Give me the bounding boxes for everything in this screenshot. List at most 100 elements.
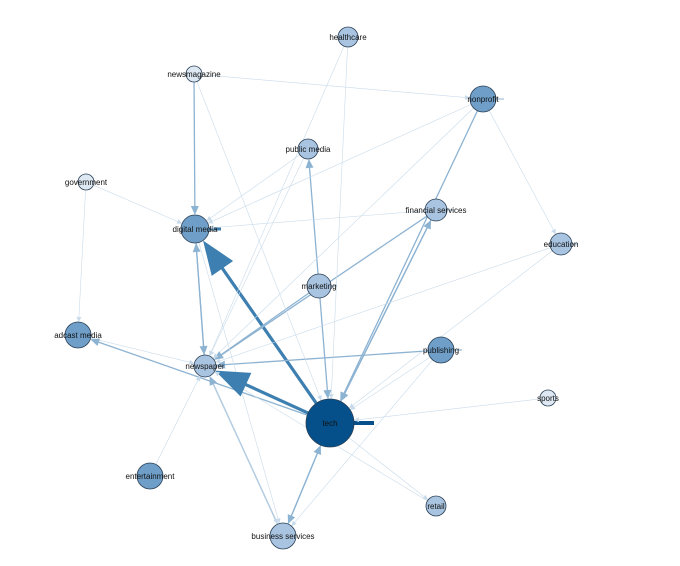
edge-sports-to-tech <box>358 398 541 420</box>
node-newsmagazine[interactable]: newsmagazine <box>167 65 221 83</box>
node-circle-digital-media[interactable] <box>180 214 210 244</box>
edge-newspaper-to-business-services <box>209 375 276 520</box>
node-circle-tech[interactable] <box>305 398 355 448</box>
node-education[interactable]: education <box>544 232 579 256</box>
node-circle-government[interactable] <box>77 173 95 191</box>
edge-tech-to-newspaper <box>244 383 310 415</box>
edge-business-services-to-tech <box>287 452 318 525</box>
arrowhead-government-to-broadcast-media <box>76 316 82 323</box>
node-circle-retail[interactable] <box>425 495 447 517</box>
node-circle-sports[interactable] <box>539 389 557 407</box>
edge-tech-to-retail <box>348 437 425 498</box>
node-label-entertainment: entertainment <box>126 472 176 481</box>
edge-newsmagazine-to-digital-media <box>193 81 196 207</box>
arrowhead-healthcare-to-tech <box>328 393 334 400</box>
node-financial-services[interactable]: financial services <box>406 198 467 222</box>
edge-public-media-to-digital-media <box>210 154 301 219</box>
arrowhead-nonprofit-to-tech <box>340 391 348 402</box>
arrowhead-financial-services-to-newspaper <box>214 351 224 360</box>
arrowhead-financial-services-to-digital-media <box>208 225 215 230</box>
arrowhead-newsmagazine-to-nonprofit <box>464 94 471 100</box>
arrowhead-nonprofit-to-digital-media <box>207 218 214 224</box>
arrowhead-publishing-to-business-services <box>291 520 297 527</box>
arrowhead-digital-media-to-newspaper <box>199 345 208 356</box>
arrowhead-nonprofit-to-education <box>551 228 556 235</box>
node-circle-nonprofit[interactable] <box>469 85 497 113</box>
edge-government-to-digital-media <box>93 184 178 222</box>
edge-education-to-newspaper <box>219 247 551 362</box>
node-circle-entertainment[interactable] <box>136 462 164 490</box>
arrowhead-tech-to-newspaper <box>215 370 252 397</box>
node-label-newsmagazine: newsmagazine <box>167 70 221 79</box>
node-circle-newsmagazine[interactable] <box>185 65 203 83</box>
arrowhead-nonprofit-to-newspaper <box>212 353 219 359</box>
edge-government-to-broadcast-media <box>78 189 86 318</box>
node-circle-broadcast-media[interactable] <box>64 321 92 349</box>
edge-publishing-to-newspaper <box>224 350 429 366</box>
edge-healthcare-to-tech <box>331 46 348 395</box>
node-label-healthcare: healthcare <box>329 33 367 42</box>
node-label-digital-media: digital media <box>173 225 218 234</box>
arrowhead-tech-to-business-services <box>287 514 296 524</box>
arrowhead-public-media-to-newspaper <box>209 350 215 357</box>
arrowhead-retail-to-newspaper <box>214 371 220 377</box>
edge-nonprofit-to-education <box>488 110 554 231</box>
node-business-services[interactable]: business services <box>251 522 315 550</box>
node-label-nonprofit: nonprofit <box>467 95 499 104</box>
arrowhead-publishing-to-newspaper <box>215 360 226 369</box>
arrowhead-sports-to-tech <box>353 417 360 423</box>
node-newspaper[interactable]: newspaper <box>185 354 225 378</box>
node-circle-healthcare[interactable] <box>337 26 359 48</box>
node-broadcast-media[interactable]: adcast media <box>54 321 102 349</box>
node-circle-publishing[interactable] <box>427 336 455 364</box>
arrowhead-digital-media-to-business-services <box>275 518 281 524</box>
edge-nonprofit-to-tech <box>343 110 479 394</box>
arrowhead-marketing-to-tech <box>323 389 332 400</box>
edge-tech-to-broadcast-media <box>98 341 308 416</box>
arrowhead-public-media-to-digital-media <box>206 215 212 221</box>
arrowhead-newspaper-to-digital-media <box>192 242 201 253</box>
node-label-sports: sports <box>537 394 559 403</box>
arrowhead-government-to-digital-media <box>176 219 183 224</box>
node-entertainment[interactable]: entertainment <box>126 462 176 490</box>
arrowhead-education-to-newspaper <box>215 358 221 364</box>
node-circle-newspaper[interactable] <box>193 354 217 378</box>
node-circle-education[interactable] <box>549 232 573 256</box>
node-label-marketing: marketing <box>301 282 336 291</box>
node-nonprofit[interactable]: nonprofit <box>467 85 499 113</box>
node-label-broadcast-media: adcast media <box>54 331 102 340</box>
node-label-newspaper: newspaper <box>185 362 224 371</box>
edge-tech-to-digital-media <box>220 266 318 405</box>
node-healthcare[interactable]: healthcare <box>329 26 367 48</box>
node-marketing[interactable]: marketing <box>301 273 337 299</box>
arrowhead-newsmagazine-to-digital-media <box>190 205 199 216</box>
edge-public-media-to-newspaper <box>211 157 305 352</box>
arrowhead-business-services-to-newspaper <box>209 375 217 386</box>
edge-broadcast-media-to-newspaper <box>90 337 190 363</box>
node-circle-public-media[interactable] <box>297 138 319 160</box>
edge-newspaper-to-digital-media <box>196 251 205 356</box>
arrowhead-entertainment-to-newspaper <box>195 375 201 382</box>
edge-newsmagazine-to-tech <box>196 81 320 397</box>
node-tech[interactable]: tech <box>305 398 355 448</box>
edge-financial-services-to-digital-media <box>213 210 426 228</box>
node-circle-business-services[interactable] <box>269 522 297 550</box>
node-label-financial-services: financial services <box>406 206 467 215</box>
node-digital-media[interactable]: digital media <box>173 214 218 244</box>
node-retail[interactable]: retail <box>425 495 447 517</box>
nodes-layer: healthcare newsmagazine nonprofit public me… <box>54 26 579 550</box>
edge-marketing-to-tech <box>319 297 329 391</box>
node-publishing[interactable]: publishing <box>423 336 459 364</box>
arrowhead-education-to-tech <box>348 403 355 409</box>
arrowhead-marketing-to-public-media <box>305 158 314 169</box>
edge-healthcare-to-newspaper <box>211 45 345 352</box>
node-circle-marketing[interactable] <box>306 273 332 299</box>
node-label-retail: retail <box>427 502 445 511</box>
node-public-media[interactable]: public media <box>286 138 331 160</box>
edge-education-to-tech <box>352 250 553 406</box>
node-government[interactable]: government <box>65 173 108 191</box>
node-sports[interactable]: sports <box>537 389 559 407</box>
edge-publishing-to-business-services <box>294 359 433 523</box>
node-circle-financial-services[interactable] <box>424 198 448 222</box>
